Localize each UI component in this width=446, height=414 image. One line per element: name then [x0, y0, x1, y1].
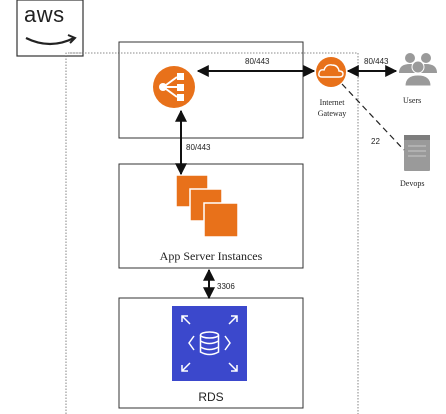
app-server-box: [118, 163, 304, 269]
rds-database-icon: [172, 306, 247, 381]
app-rds-port-label: 3306: [217, 282, 235, 291]
devops-label: Devops: [400, 179, 425, 188]
app-server-label: App Server Instances: [159, 249, 263, 263]
internet-gateway-label-line1: Internet: [319, 98, 345, 107]
internet-gateway-icon: [316, 57, 346, 87]
gateway-users-port-label: 80/443: [364, 57, 389, 66]
load-balancer-box: [118, 41, 304, 139]
gateway-devops-port-label: 22: [371, 137, 380, 146]
users-icon: [399, 53, 437, 87]
gateway-devops-connector: [341, 83, 405, 151]
lb-app-port-label: 80/443: [186, 143, 211, 152]
aws-logo-text: aws: [24, 2, 65, 27]
lb-gateway-port-label: 80/443: [245, 57, 270, 66]
ec2-instances-icon: [175, 174, 239, 238]
aws-logo-arrow: [67, 34, 77, 44]
aws-logo-smile: [25, 37, 75, 46]
users-label: Users: [403, 96, 422, 105]
rds-label: RDS: [198, 390, 224, 404]
aws-logo-frame: [16, 0, 84, 57]
server-icon: [404, 135, 430, 171]
internet-gateway-label-line2: Gateway: [317, 109, 347, 118]
aws-cloud-boundary: [65, 52, 359, 414]
load-balancer-icon: [153, 66, 195, 108]
